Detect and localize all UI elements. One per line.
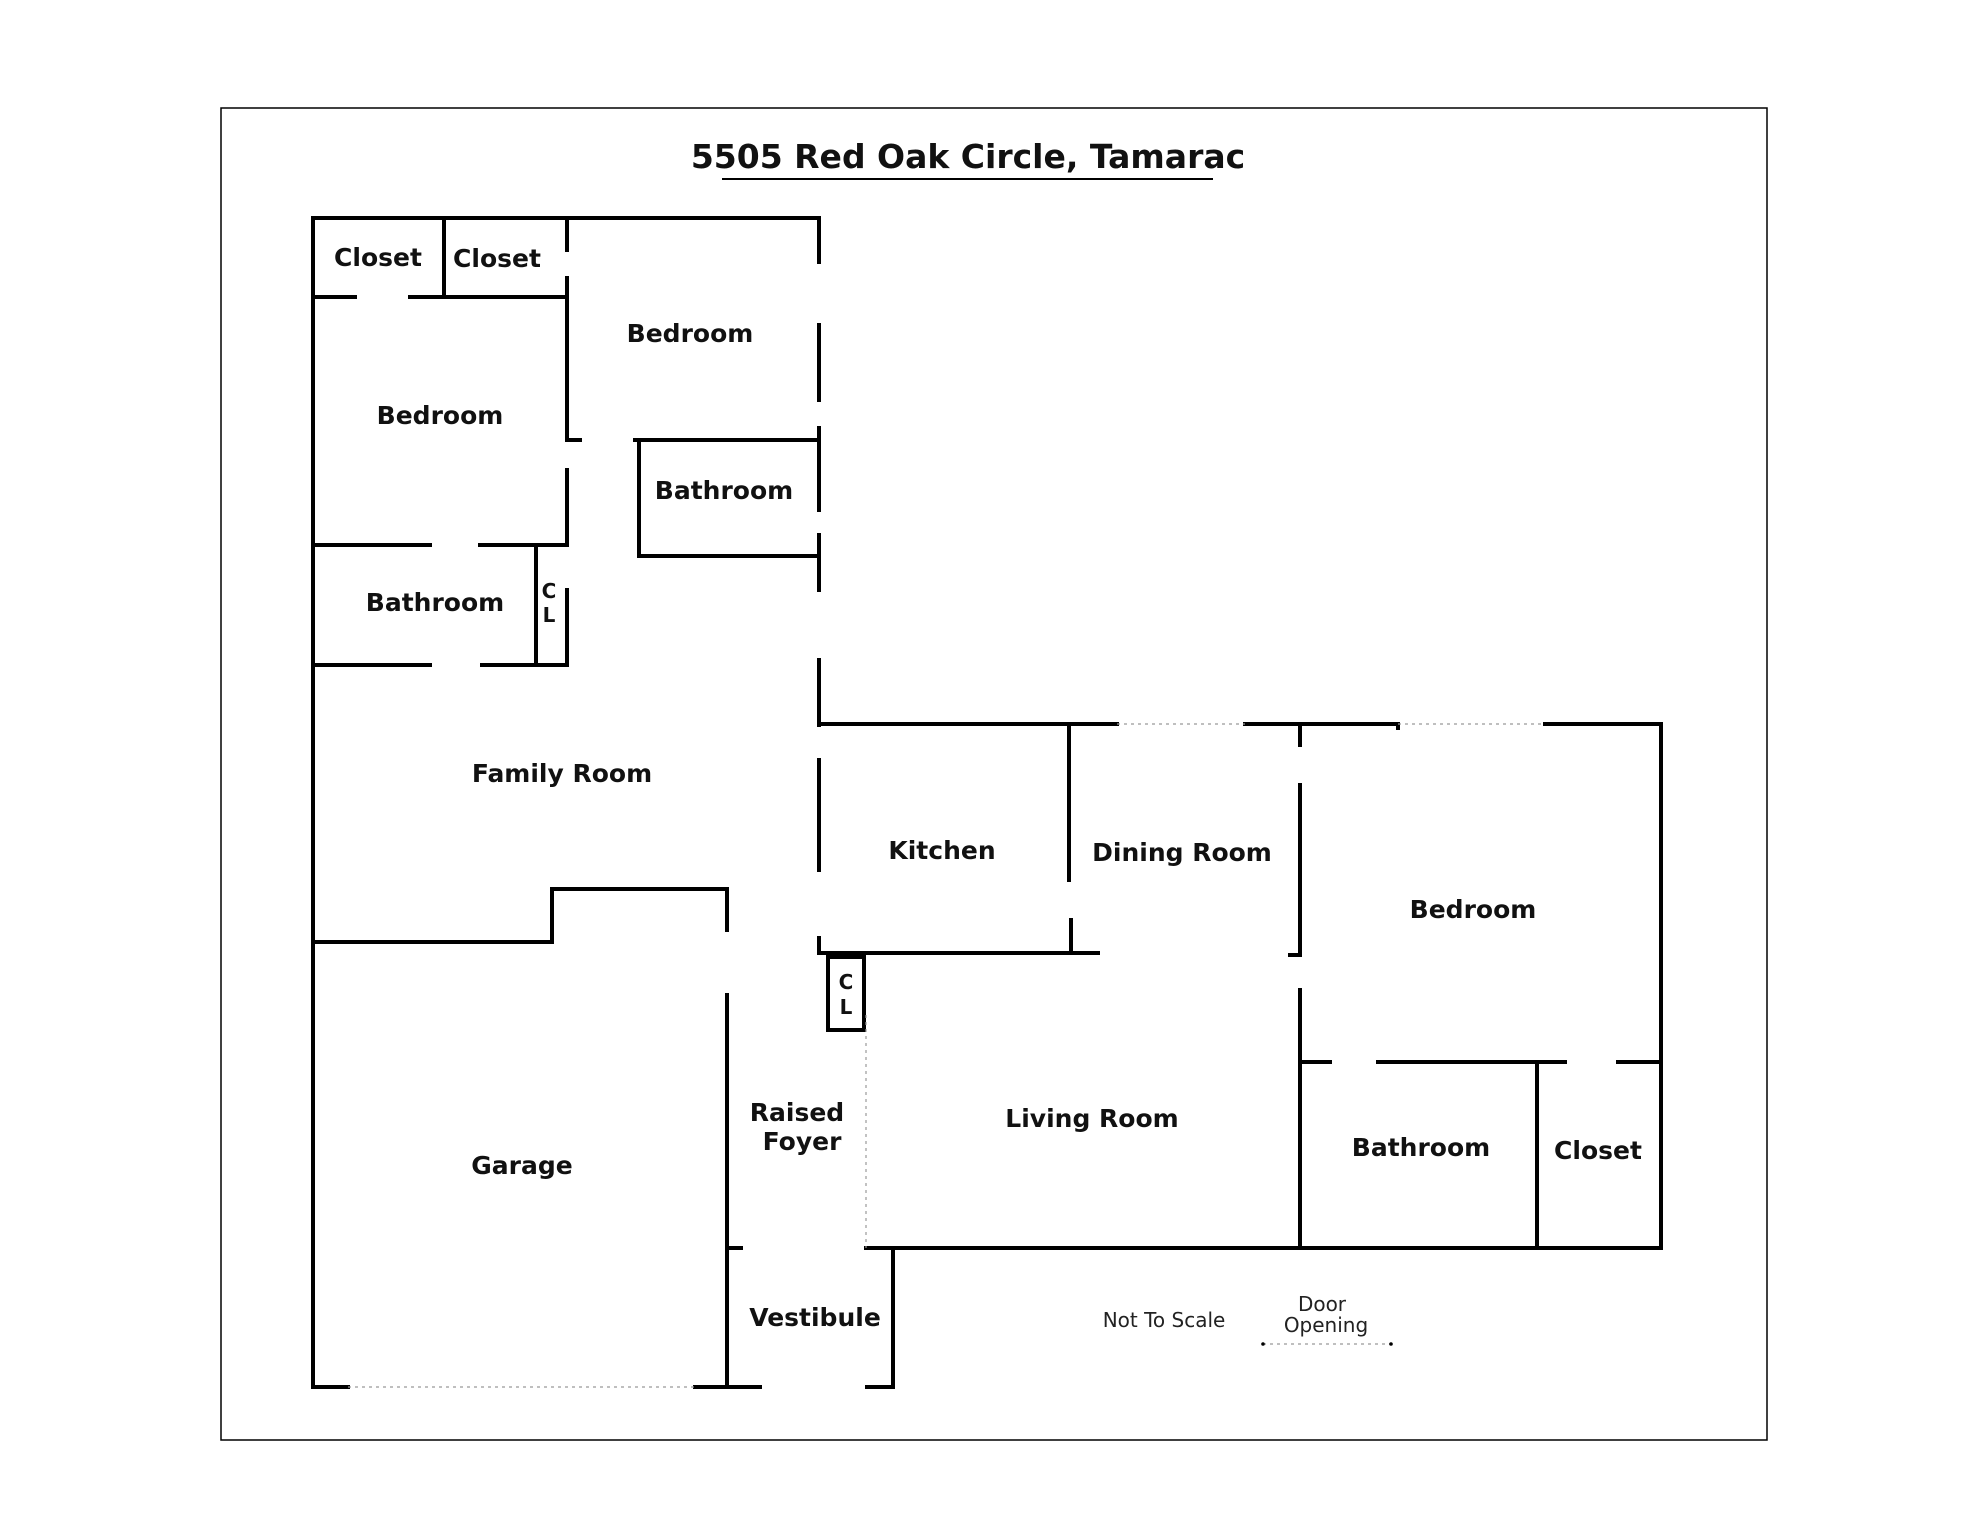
room-cl-1-bottom: L xyxy=(543,603,556,627)
room-labels: Closet Closet Bedroom Bedroom Bathroom B… xyxy=(334,243,1642,1332)
room-closet-right: Closet xyxy=(1554,1136,1642,1165)
room-kitchen: Kitchen xyxy=(888,836,995,865)
room-bedroom-top: Bedroom xyxy=(627,319,754,348)
room-closet-1: Closet xyxy=(334,243,422,272)
room-bathroom-upper: Bathroom xyxy=(655,476,793,505)
legend-door-opening-line2: Opening xyxy=(1284,1313,1368,1337)
room-vestibule: Vestibule xyxy=(749,1303,881,1332)
room-living-room: Living Room xyxy=(1005,1104,1178,1133)
room-cl-1-top: C xyxy=(542,579,557,603)
room-cl-2-bottom: L xyxy=(840,995,853,1019)
door-openings xyxy=(348,723,1545,1388)
plan-frame xyxy=(220,107,1768,1441)
room-cl-2-top: C xyxy=(839,970,854,994)
room-family-room: Family Room xyxy=(472,759,652,788)
room-closet-2: Closet xyxy=(453,244,541,273)
room-garage: Garage xyxy=(471,1151,572,1180)
room-bathroom-left: Bathroom xyxy=(366,588,504,617)
plan-title: 5505 Red Oak Circle, Tamarac xyxy=(691,137,1245,176)
legend-door-opening-end-left xyxy=(1261,1342,1265,1346)
room-raised-foyer-line2: Foyer xyxy=(763,1127,842,1156)
legend: Not To Scale Door Opening xyxy=(1103,1292,1393,1346)
walls xyxy=(311,216,1663,1389)
legend-not-to-scale: Not To Scale xyxy=(1103,1308,1226,1332)
room-bedroom-left: Bedroom xyxy=(377,401,504,430)
legend-door-opening-line1: Door xyxy=(1298,1292,1347,1316)
room-dining-room: Dining Room xyxy=(1092,838,1272,867)
room-bedroom-right: Bedroom xyxy=(1410,895,1537,924)
legend-door-opening-end-right xyxy=(1389,1342,1393,1346)
room-bathroom-right: Bathroom xyxy=(1352,1133,1490,1162)
room-raised-foyer-line1: Raised xyxy=(750,1098,844,1127)
